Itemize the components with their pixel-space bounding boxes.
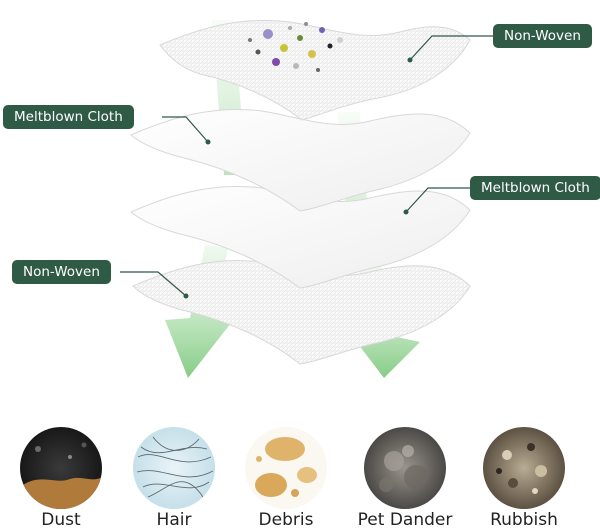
leader-lines — [120, 35, 493, 297]
leader-line-meltblown-lower — [405, 187, 470, 213]
layer-sheet-meltblown-upper — [130, 108, 471, 212]
layer-sheet-meltblown-lower — [130, 185, 471, 289]
captured-particles — [248, 22, 343, 72]
label-meltblown-cloth-lower: Meltblown Cloth — [470, 176, 600, 200]
caption-rubbish: Rubbish — [490, 510, 558, 530]
caption-hair: Hair — [156, 510, 192, 530]
leader-line-non-woven-bottom — [120, 271, 187, 297]
rubbish-icon — [483, 427, 565, 509]
label-non-woven-top: Non-Woven — [493, 24, 592, 48]
hair-icon — [133, 427, 215, 509]
debris-icon — [245, 427, 327, 509]
caption-dust: Dust — [41, 510, 81, 530]
label-non-woven-bottom: Non-Woven — [12, 260, 111, 284]
leader-dots — [183, 57, 413, 299]
caption-pet-dander: Pet Dander — [357, 510, 453, 530]
pet-dander-icon — [364, 427, 446, 509]
dust-icon — [20, 427, 102, 509]
layer-sheet-non-woven-top — [159, 19, 471, 121]
caption-debris: Debris — [258, 510, 314, 530]
leader-line-meltblown-upper — [162, 116, 209, 143]
label-meltblown-cloth-upper: Meltblown Cloth — [3, 105, 134, 129]
leader-line-non-woven-top — [409, 35, 493, 61]
